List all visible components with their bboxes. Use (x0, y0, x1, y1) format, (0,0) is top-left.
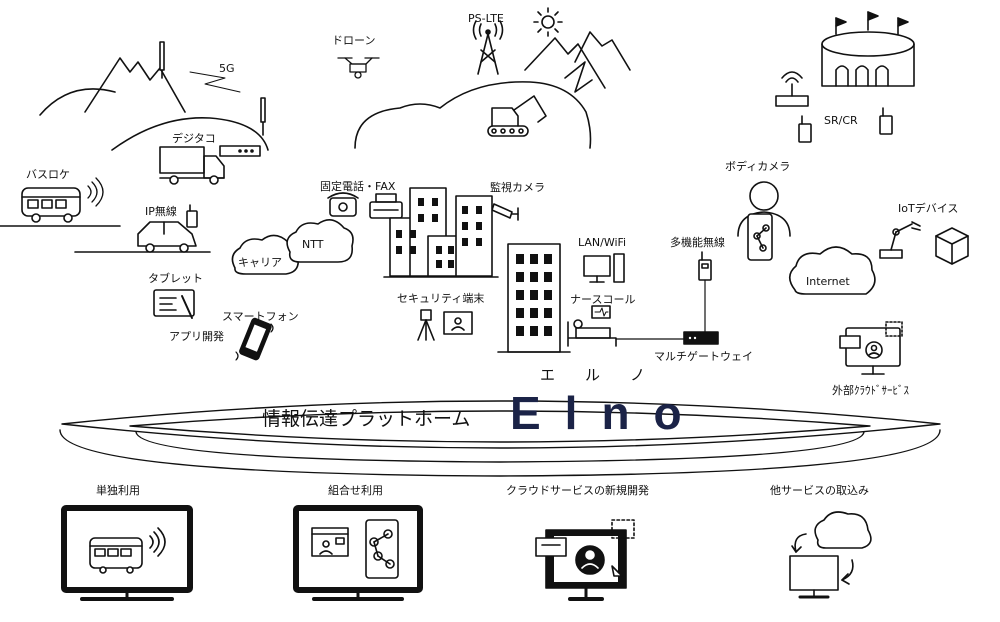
label-ip-radio: IP無線 (145, 205, 177, 218)
label-combination-use: 組合せ利用 (328, 484, 383, 497)
label-fixed-phone-fax: 固定電話・FAX (320, 180, 396, 193)
label-service-integration: 他サービスの取込み (770, 484, 869, 497)
label-5g: 5G (219, 62, 235, 75)
label-bus-location: バスロケ (26, 168, 70, 181)
hill-icon (354, 81, 592, 149)
platform-arcs (59, 400, 941, 477)
telephone-icon (327, 192, 359, 217)
label-nurse-call: ナースコール (570, 293, 636, 306)
handheld-radio-icon (879, 107, 893, 135)
combination-use-monitor-icon (293, 505, 423, 601)
wireless-signal-icon (87, 177, 104, 207)
signal-zigzag-icon (189, 71, 241, 93)
mountain-icon (524, 31, 631, 93)
security-camera-icon (491, 203, 519, 221)
truck-icon (159, 146, 225, 185)
label-smartphone: スマートフォン (222, 310, 299, 323)
label-carrier: キャリア (238, 256, 282, 269)
platform-label: 情報伝達プラットホーム (262, 408, 471, 430)
label-surveillance-camera: 監視カメラ (490, 181, 545, 194)
tripod-sensor-icon (417, 309, 435, 341)
body-camera-person-icon (737, 181, 791, 261)
multi-gateway-icon (683, 331, 719, 345)
hospital-windows (516, 254, 552, 336)
cloud-dev-monitor-icon (535, 519, 635, 601)
single-use-monitor-icon (61, 505, 193, 601)
label-multi-gateway: マルチゲートウェイ (654, 350, 753, 363)
digitaco-device-icon (219, 145, 261, 157)
stadium-icon (821, 11, 915, 87)
label-drone: ドローン (332, 34, 376, 47)
label-new-cloud-dev: クラウドサービスの新規開発 (506, 484, 649, 497)
drone-icon (337, 57, 380, 79)
smartphone-icon (235, 317, 274, 361)
car-icon (74, 221, 211, 253)
cloud-service-monitor-icon (839, 321, 903, 375)
label-app-dev: アプリ開発 (169, 330, 224, 343)
hospital-bed-icon (567, 305, 617, 347)
cell-tower-icon (472, 20, 504, 75)
label-multi-function-radio: 多機能無線 (670, 236, 725, 249)
antenna-icon (159, 41, 165, 79)
face-recognition-terminal-icon (443, 311, 473, 335)
brand-name: Elno (510, 387, 706, 439)
antenna-icon (260, 97, 266, 136)
handheld-radio-icon (186, 204, 198, 228)
label-tablet: タブレット (148, 272, 203, 285)
cloud-icon (788, 246, 876, 295)
label-sr-cr: SR/CR (824, 114, 858, 127)
service-integration-icon (789, 511, 872, 599)
handheld-radio-icon (798, 115, 812, 143)
bus-icon (0, 187, 121, 227)
cloud-icon (286, 219, 354, 263)
robot-arm-icon (879, 221, 921, 259)
wifi-router-icon (775, 71, 809, 107)
excavator-icon (487, 95, 547, 137)
label-digitaco: デジタコ (172, 132, 216, 145)
label-external-cloud: 外部ｸﾗｳﾄﾞｻｰﾋﾞｽ (832, 384, 909, 397)
fax-machine-icon (369, 193, 403, 219)
label-ps-lte: PS-LTE (468, 12, 504, 25)
building-windows (396, 198, 482, 268)
brand-ruby: エルノ (540, 366, 676, 384)
label-body-camera: ボディカメラ (725, 160, 791, 173)
label-security-terminal: セキュリティ端末 (397, 292, 485, 305)
label-single-use: 単独利用 (96, 484, 140, 497)
gateway-connection-lines (615, 279, 706, 340)
tablet-icon (153, 289, 195, 319)
handheld-radio-icon (698, 251, 712, 281)
package-box-icon (935, 227, 969, 265)
label-ntt: NTT (302, 238, 324, 251)
label-lan-wifi: LAN/WiFi (578, 236, 627, 249)
desktop-pc-icon (583, 253, 625, 283)
sun-icon (533, 7, 563, 37)
label-internet: Internet (806, 275, 850, 288)
label-iot-device: IoTデバイス (898, 202, 959, 215)
